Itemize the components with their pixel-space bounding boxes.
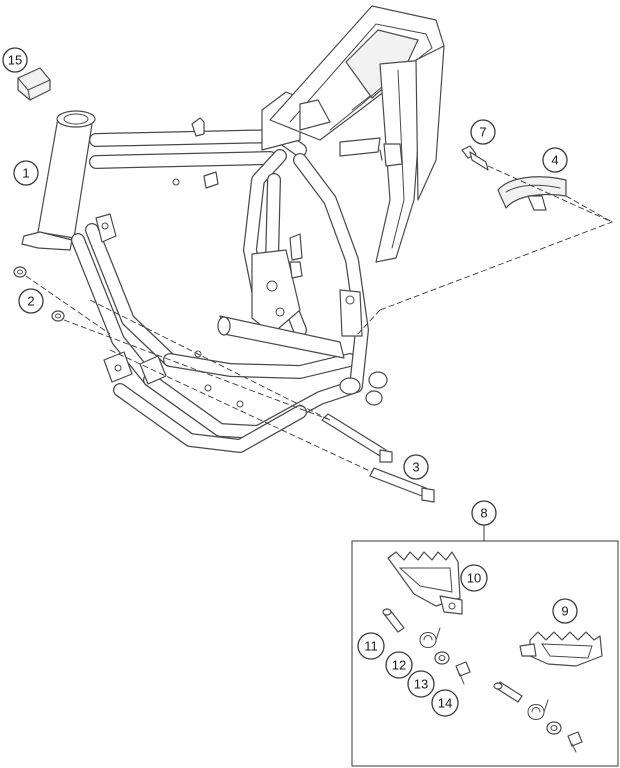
part-14-cotter-pins [455,661,583,753]
part-2-washers [13,266,65,322]
part-9-footpeg [519,631,603,667]
callout-12: 12 [385,651,413,679]
part-10-footpeg [387,551,463,615]
callout-8: 8 [471,500,497,526]
svg-text:1: 1 [22,166,29,181]
callout-11: 11 [357,632,385,660]
svg-text:3: 3 [412,460,419,475]
callout-3: 3 [403,454,429,480]
part-1-main-frame [21,5,445,453]
svg-text:8: 8 [480,506,487,521]
part-13-washers [434,651,562,735]
part-15-rubber-cap [17,67,51,101]
svg-text:10: 10 [467,571,481,586]
assembly-dash-lines [25,165,614,473]
callout-1: 1 [13,160,39,186]
svg-text:4: 4 [551,153,558,168]
callout-14: 14 [431,689,459,717]
svg-text:14: 14 [438,696,452,711]
callout-15: 15 [2,47,28,73]
callout-7: 7 [470,119,496,145]
svg-text:15: 15 [8,53,22,68]
part-12-springs [419,627,549,720]
svg-text:13: 13 [414,677,428,692]
callout-13: 13 [407,670,435,698]
part-11-pins [382,608,523,703]
svg-text:7: 7 [479,125,486,140]
callout-9: 9 [552,598,578,624]
svg-text:11: 11 [364,639,378,654]
svg-text:12: 12 [392,658,406,673]
svg-text:9: 9 [561,604,568,619]
part-7-bolt [461,145,489,171]
svg-text:2: 2 [27,294,34,309]
part-4-chain-guide-pad [497,176,567,211]
callout-10: 10 [460,564,488,592]
callout-2: 2 [18,288,44,314]
callout-4: 4 [542,147,568,173]
part-3-bolts [321,413,435,503]
